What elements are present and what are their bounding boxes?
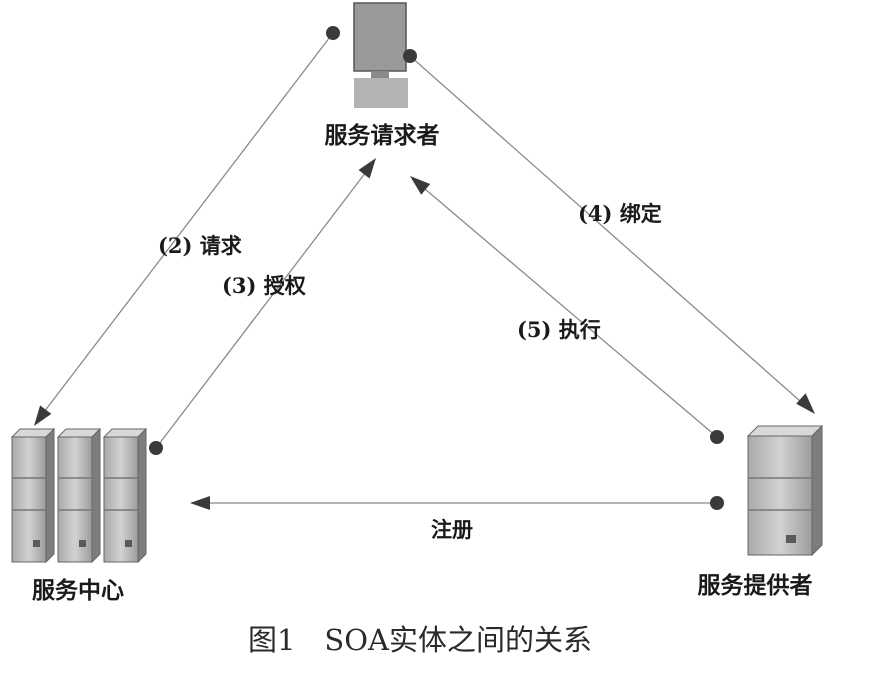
edge-authorize-arrowhead bbox=[358, 158, 376, 179]
provider-label: 服务提供者 bbox=[698, 572, 813, 599]
edge-bind-arrowhead bbox=[796, 393, 815, 414]
edge-authorize bbox=[149, 158, 376, 455]
edge-authorize-label: (3) 授权 bbox=[222, 273, 306, 298]
edge-request-arrowhead bbox=[34, 405, 52, 426]
desktop-computer-icon bbox=[353, 2, 408, 108]
edge-execute bbox=[410, 176, 724, 444]
edge-register-start-dot bbox=[710, 496, 724, 510]
center-label: 服务中心 bbox=[32, 577, 124, 604]
edge-execute-label: (5) 执行 bbox=[517, 317, 601, 342]
edge-bind bbox=[403, 49, 815, 414]
edge-register-label: 注册 bbox=[431, 517, 473, 542]
figure-caption: 图1 SOA实体之间的关系 bbox=[248, 623, 592, 657]
requester-label: 服务请求者 bbox=[325, 122, 440, 149]
edge-execute-start-dot bbox=[710, 430, 724, 444]
edge-request-start-dot bbox=[326, 26, 340, 40]
server-tower-icon bbox=[746, 424, 824, 557]
edge-authorize-start-dot bbox=[149, 441, 163, 455]
edge-bind-label: (4) 绑定 bbox=[578, 201, 662, 226]
server-rack-icon bbox=[10, 427, 148, 564]
edge-request bbox=[34, 26, 340, 426]
edge-execute-arrowhead bbox=[410, 176, 431, 195]
edge-register-arrowhead bbox=[190, 496, 210, 510]
edge-request-label: (2) 请求 bbox=[158, 233, 242, 258]
edge-register bbox=[190, 496, 724, 510]
edge-bind-start-dot bbox=[403, 49, 417, 63]
